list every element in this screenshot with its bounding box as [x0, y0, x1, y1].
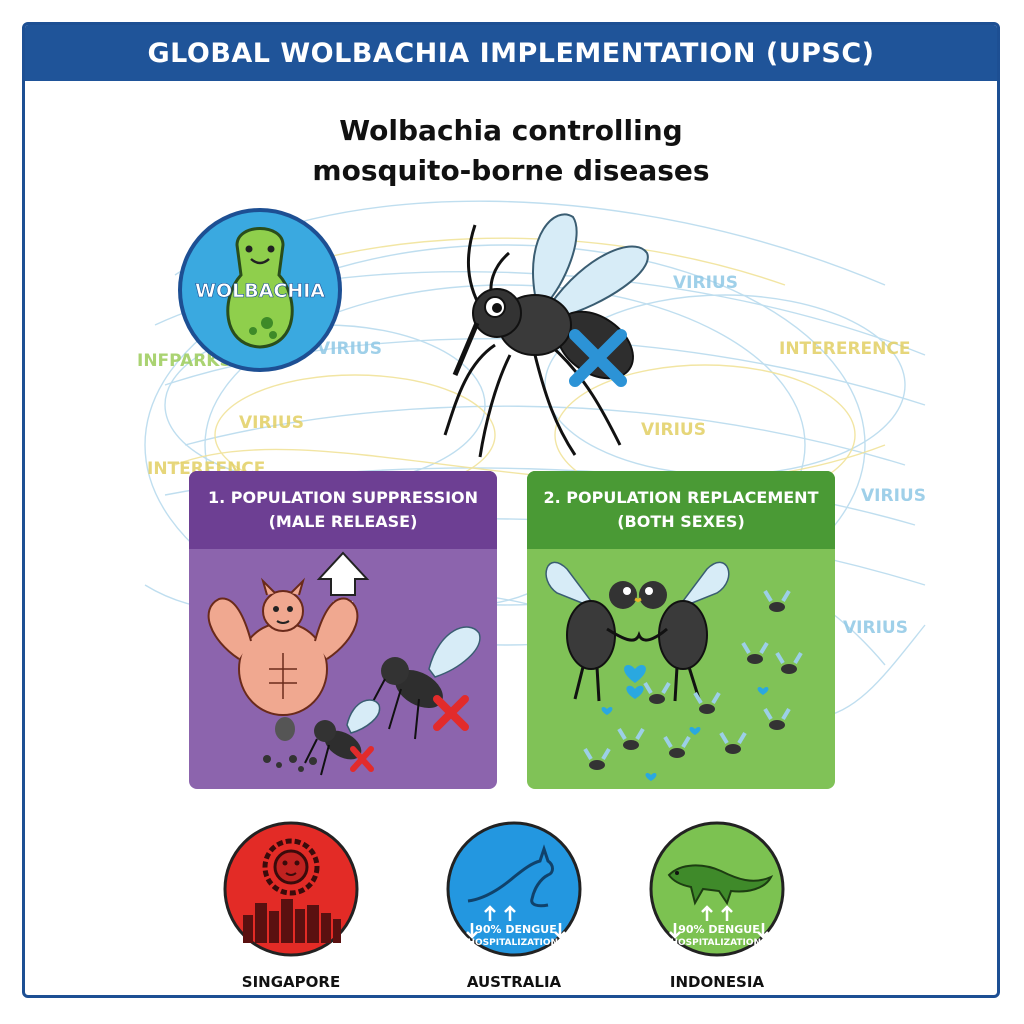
label-infparks: INFPARKS: [137, 351, 232, 371]
country-name: INDONESIA: [669, 973, 765, 991]
mosquito-swarm-icon: [583, 589, 803, 770]
panel-population-replacement: 2. POPULATION REPLACEMENT (BOTH SEXES): [527, 471, 835, 789]
label-virius: VIRIUS: [239, 413, 304, 433]
label-virius: VIRIUS: [317, 339, 382, 359]
wolbachia-label: WOLBACHIA: [195, 280, 325, 302]
header-bar: GLOBAL WOLBACHIA IMPLEMENTATION (UPSC): [25, 25, 997, 81]
stat-line-1: 90% DENGUE: [678, 923, 760, 936]
mosquito-crossed-icon: [368, 626, 481, 740]
subtitle-line-2: mosquito-borne diseases: [312, 154, 710, 187]
country-name: AUSTRALIA: [466, 973, 562, 991]
muscular-figure-icon: [207, 577, 359, 741]
kangaroo-icon: [467, 844, 554, 908]
indonesia-badge: 90% DENGUE HOSPITALIZATIONS: [649, 821, 785, 957]
label-virius: VIRIUS: [861, 486, 926, 506]
country-singapore: SINGAPORE: [216, 819, 366, 991]
country-name: SINGAPORE: [241, 973, 341, 991]
panel-title: 1. POPULATION SUPPRESSION (MALE RELEASE): [189, 471, 497, 549]
panel-title-line-2: (MALE RELEASE): [268, 512, 418, 531]
label-virius: VIRIUS: [673, 273, 738, 293]
replacement-illustration: [545, 561, 803, 781]
label-virius: VIRIUS: [843, 618, 908, 638]
infographic-frame: GLOBAL WOLBACHIA IMPLEMENTATION (UPSC) W…: [22, 22, 1000, 998]
country-australia: 90% DENGUE HOSPITALIZATIONS AUSTRALIA: [439, 819, 589, 991]
panel-title-line-2: (BOTH SEXES): [617, 512, 745, 531]
panel-title-line-1: 1. POPULATION SUPPRESSION: [207, 488, 479, 507]
debris-icon: [263, 755, 317, 772]
diagram-subtitle: Wolbachia controlling mosquito-borne dis…: [25, 111, 997, 191]
down-arrow-icon: [466, 923, 566, 939]
up-arrow-icon: [701, 905, 733, 921]
panel-title: 2. POPULATION REPLACEMENT (BOTH SEXES): [527, 471, 835, 549]
suppression-illustration: [207, 551, 481, 776]
australia-badge: 90% DENGUE HOSPITALIZATIONS: [446, 821, 582, 957]
subtitle-line-1: Wolbachia controlling: [339, 114, 683, 147]
komodo-dragon-icon: [667, 864, 774, 906]
mosquito-crossed-icon: [304, 699, 381, 776]
label-virius: VIRIUS: [641, 420, 706, 440]
label-interference: INTERERENCE: [779, 339, 911, 359]
mosquito-pair-icon: [545, 561, 730, 702]
panel-title-line-1: 2. POPULATION REPLACEMENT: [543, 488, 819, 507]
singapore-badge: [223, 821, 359, 957]
stat-line-2: HOSPITALIZATIONS: [467, 938, 564, 948]
heart-icon: [601, 685, 769, 781]
stat-line-1: 90% DENGUE: [475, 923, 557, 936]
country-indonesia: 90% DENGUE HOSPITALIZATIONS INDONESIA: [642, 819, 792, 991]
panel-population-suppression: 1. POPULATION SUPPRESSION (MALE RELEASE): [189, 471, 497, 789]
down-arrow-icon: [669, 923, 769, 939]
stat-line-2: HOSPITALIZATIONS: [670, 938, 767, 948]
page-title: GLOBAL WOLBACHIA IMPLEMENTATION (UPSC): [147, 37, 875, 69]
lion-icon: [262, 838, 320, 896]
up-arrow-icon: [484, 905, 516, 921]
wolbachia-badge: WOLBACHIA: [178, 208, 342, 372]
mosquito-icon: [443, 213, 649, 458]
city-skyline-icon: [243, 899, 341, 943]
